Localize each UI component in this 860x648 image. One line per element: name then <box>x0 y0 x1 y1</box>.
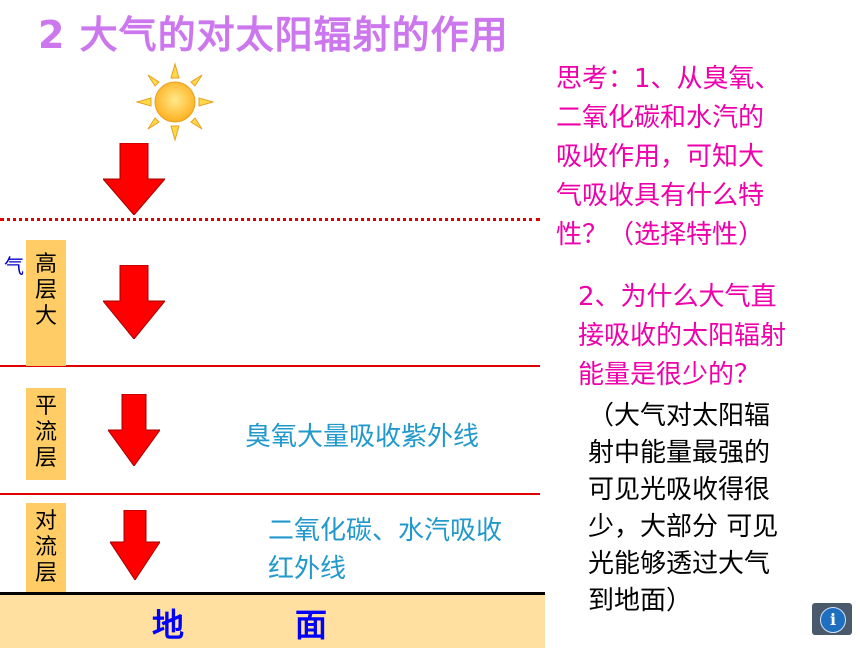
question-line: 吸收作用，可知大 <box>556 142 765 172</box>
question-line: 能量是很少的？ <box>578 360 761 390</box>
stratosphere-top-boundary <box>0 365 540 367</box>
arrow-down-icon <box>103 265 165 339</box>
question-line: 性？（选择特性） <box>556 220 765 250</box>
ground-label-char: 面 <box>295 606 328 644</box>
answer-text: （大气对太阳辐 射中能量最强的 可见光吸收得很 少，大部分 可见 光能够透过大气… <box>588 398 778 620</box>
answer-line: （大气对太阳辐 <box>588 401 771 431</box>
answer-line: 到地面） <box>588 586 693 616</box>
answer-line: 射中能量最强的 <box>588 438 771 468</box>
info-button[interactable]: i <box>812 603 852 635</box>
arrow-down-icon <box>110 510 160 580</box>
atmosphere-top-boundary <box>0 218 540 221</box>
tropo-char: 流 <box>34 535 57 560</box>
stratosphere-layer: 平 流 层 <box>26 388 66 480</box>
upper-layer-char: 层 <box>34 278 57 303</box>
question-one: 思考：1、从臭氧、 二氧化碳和水汽的 吸收作用，可知大 气吸收具有什么特 性？（… <box>556 60 781 255</box>
page-title: 2 大气的对太阳辐射的作用 <box>38 13 509 57</box>
sun-icon <box>135 62 215 142</box>
question-line: 二氧化碳和水汽的 <box>556 103 765 133</box>
ground-label-char: 地 <box>152 606 185 644</box>
ground-surface <box>0 592 545 648</box>
question-two: 2、为什么大气直 接吸收的太阳辐射 能量是很少的？ <box>578 278 786 395</box>
upper-layer-char: 高 <box>34 252 57 277</box>
strato-char: 层 <box>34 446 57 471</box>
troposphere-layer: 对 流 层 <box>26 503 66 592</box>
tropo-char: 对 <box>34 509 57 534</box>
question-line: 气吸收具有什么特 <box>556 181 765 211</box>
upper-layer-side-char: 气 <box>4 254 24 278</box>
question-line: 思考：1、从臭氧、 <box>556 64 781 94</box>
co2-absorption-label: 二氧化碳、水汽吸收 <box>268 516 503 546</box>
answer-line: 少，大部分 可见 <box>588 512 779 542</box>
question-line: 接吸收的太阳辐射 <box>578 321 787 351</box>
tropo-char: 层 <box>34 561 57 586</box>
strato-char: 流 <box>34 420 57 445</box>
info-icon: i <box>820 607 846 633</box>
answer-line: 可见光吸收得很 <box>588 475 771 505</box>
question-line: 2、为什么大气直 <box>578 282 777 312</box>
troposphere-top-boundary <box>0 493 540 495</box>
upper-atmosphere-layer: 高 层 大 <box>26 240 66 366</box>
ozone-absorption-label: 臭氧大量吸收紫外线 <box>245 422 480 452</box>
answer-line: 光能够透过大气 <box>588 549 771 579</box>
co2-absorption-label-line2: 红外线 <box>268 554 347 584</box>
strato-char: 平 <box>34 394 57 419</box>
upper-layer-char: 大 <box>34 304 57 329</box>
arrow-down-icon <box>103 143 165 215</box>
arrow-down-icon <box>108 394 160 466</box>
